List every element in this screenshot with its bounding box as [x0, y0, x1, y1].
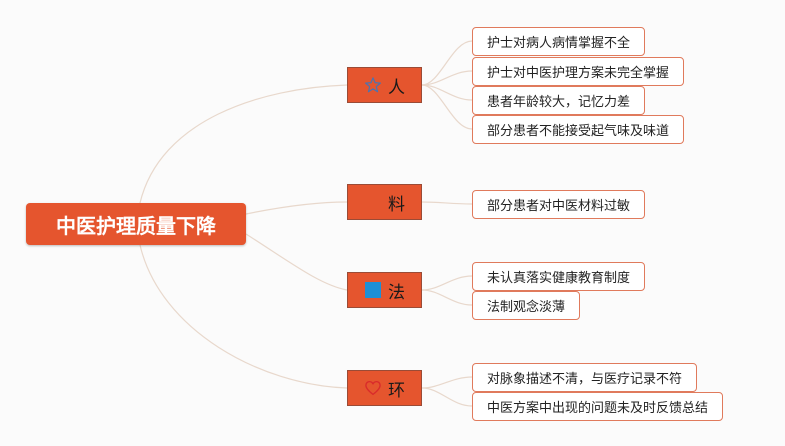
- connector-ren-leaf-2: [421, 70, 473, 86]
- leaf-ren-2[interactable]: 护士对中医护理方案未完全掌握: [472, 57, 685, 86]
- leaf-ren-4[interactable]: 部分患者不能接受起气味及味道: [472, 115, 685, 144]
- root-topic[interactable]: 中医护理质量下降: [26, 203, 246, 245]
- star-outline-icon: [364, 76, 382, 94]
- connector-fa-leaf-1: [421, 275, 473, 291]
- leaf-huan-1[interactable]: 对脉象描述不清，与医疗记录不符: [472, 363, 698, 392]
- branch-liao[interactable]: 料: [347, 184, 422, 220]
- leaf-ren-1[interactable]: 护士对病人病情掌握不全: [472, 27, 646, 56]
- branch-ren-label: 人: [388, 77, 405, 98]
- leaf-label: 护士对病人病情掌握不全: [487, 36, 631, 51]
- root-topic-label: 中医护理质量下降: [56, 213, 216, 238]
- leaf-ren-3[interactable]: 患者年龄较大，记忆力差: [472, 86, 646, 115]
- connector-ren-leaf-1: [421, 40, 473, 86]
- leaf-label: 中医方案中出现的问题未及时反馈总结: [487, 401, 709, 416]
- leaf-label: 未认真落实健康教育制度: [487, 271, 631, 286]
- blue-square-icon: [364, 281, 382, 299]
- connector-root-huan: [139, 244, 348, 389]
- connector-ren-leaf-4: [421, 84, 473, 130]
- connector-root-liao: [245, 201, 348, 215]
- branch-fa-label: 法: [388, 282, 405, 303]
- branch-liao-label: 料: [388, 194, 405, 215]
- leaf-liao-1[interactable]: 部分患者对中医材料过敏: [472, 190, 646, 219]
- leaf-label: 对脉象描述不清，与医疗记录不符: [487, 372, 683, 387]
- leaf-label: 法制观念淡薄: [487, 300, 566, 315]
- leaf-label: 部分患者不能接受起气味及味道: [487, 124, 670, 139]
- connector-root-fa: [245, 233, 348, 291]
- heart-outline-icon: [364, 379, 382, 397]
- leaf-huan-2[interactable]: 中医方案中出现的问题未及时反馈总结: [472, 392, 724, 421]
- connector-fa-leaf-2: [421, 289, 473, 306]
- leaf-label: 护士对中医护理方案未完全掌握: [487, 66, 670, 81]
- branch-huan[interactable]: 环: [347, 370, 422, 406]
- leaf-label: 部分患者对中医材料过敏: [487, 199, 631, 214]
- leaf-label: 患者年龄较大，记忆力差: [487, 95, 631, 110]
- connector-huan-leaf-1: [421, 376, 473, 389]
- connector-root-ren: [139, 84, 348, 204]
- branch-fa[interactable]: 法: [347, 272, 422, 308]
- connector-huan-leaf-2: [421, 387, 473, 407]
- connector-liao-leaf-1: [421, 201, 473, 205]
- branch-ren[interactable]: 人: [347, 67, 422, 103]
- no-icon: [364, 193, 382, 211]
- leaf-fa-2[interactable]: 法制观念淡薄: [472, 291, 581, 320]
- branch-huan-label: 环: [388, 380, 405, 401]
- leaf-fa-1[interactable]: 未认真落实健康教育制度: [472, 262, 646, 291]
